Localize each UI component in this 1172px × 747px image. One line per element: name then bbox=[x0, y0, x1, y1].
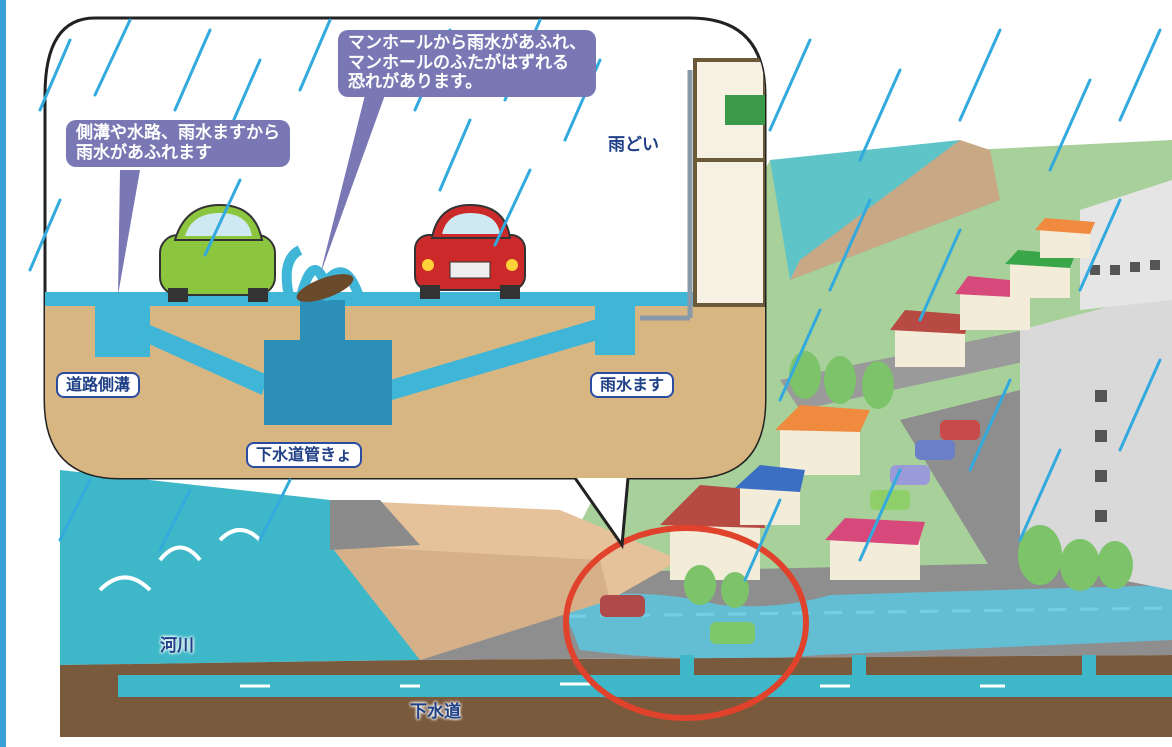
pipe-right bbox=[390, 318, 605, 400]
sewer-label: 下水道 bbox=[410, 702, 461, 722]
river-label: 河川 bbox=[160, 636, 194, 656]
callout-tail-gutter bbox=[118, 170, 140, 295]
river-waves bbox=[98, 528, 262, 592]
far-bank bbox=[790, 140, 1000, 280]
gutter-callout-text: 側溝や水路、雨水ますから 雨水があふれます bbox=[76, 123, 280, 163]
cross-section bbox=[45, 58, 765, 478]
manhole-cover bbox=[296, 274, 354, 302]
embankment-slope bbox=[330, 545, 610, 660]
house-window bbox=[725, 95, 765, 125]
road-gutter-label: 道路側溝 bbox=[56, 372, 141, 399]
building-windows bbox=[1090, 260, 1160, 522]
sewer-riser-1 bbox=[680, 655, 694, 677]
sewer-riser-2 bbox=[852, 655, 866, 677]
parked-cars bbox=[600, 420, 980, 644]
surface-water bbox=[45, 292, 695, 306]
storm-inlet-label: 雨水ます bbox=[590, 372, 675, 399]
gutter-callout: 側溝や水路、雨水ますから 雨水があふれます bbox=[66, 120, 290, 168]
pipe-flow-marks bbox=[240, 682, 1005, 688]
sewer-pipe-label: 下水道管きょ bbox=[246, 442, 363, 469]
houses bbox=[660, 218, 1095, 580]
road-gutter-box bbox=[95, 305, 150, 357]
pipe-left bbox=[140, 325, 268, 395]
manhole-callout-text: マンホールから雨水があふれ、 マンホールのふたがはずれる 恐れがあります。 bbox=[348, 33, 587, 93]
tall-building bbox=[1080, 180, 1172, 310]
sewer-pipe bbox=[118, 675, 1172, 697]
downspout-label: 雨どい bbox=[608, 135, 659, 155]
green-car bbox=[159, 203, 276, 302]
embankment-top bbox=[330, 500, 420, 550]
frame-border bbox=[0, 0, 6, 747]
red-car bbox=[414, 203, 526, 299]
manhole-shaft bbox=[264, 300, 392, 425]
manhole-callout: マンホールから雨水があふれ、 マンホールのふたがはずれる 恐れがあります。 bbox=[338, 30, 597, 97]
highlight-circle bbox=[563, 525, 809, 721]
callout-tail-manhole bbox=[320, 95, 385, 275]
sewer-riser-3 bbox=[1082, 655, 1096, 677]
